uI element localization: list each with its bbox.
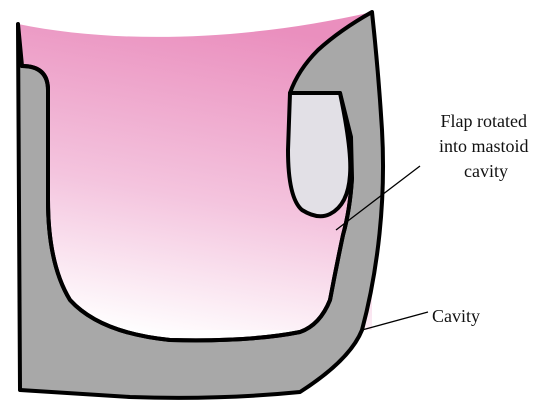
- flap-label-line1: Flap rotated: [441, 111, 527, 131]
- flap-label-line3: cavity: [464, 161, 508, 181]
- rotated-flap: [288, 93, 350, 216]
- cavity-label: Cavity: [432, 306, 480, 326]
- flap-label-line2: into mastoid: [439, 136, 529, 156]
- flap-label: Flap rotated into mastoid cavity: [439, 111, 533, 181]
